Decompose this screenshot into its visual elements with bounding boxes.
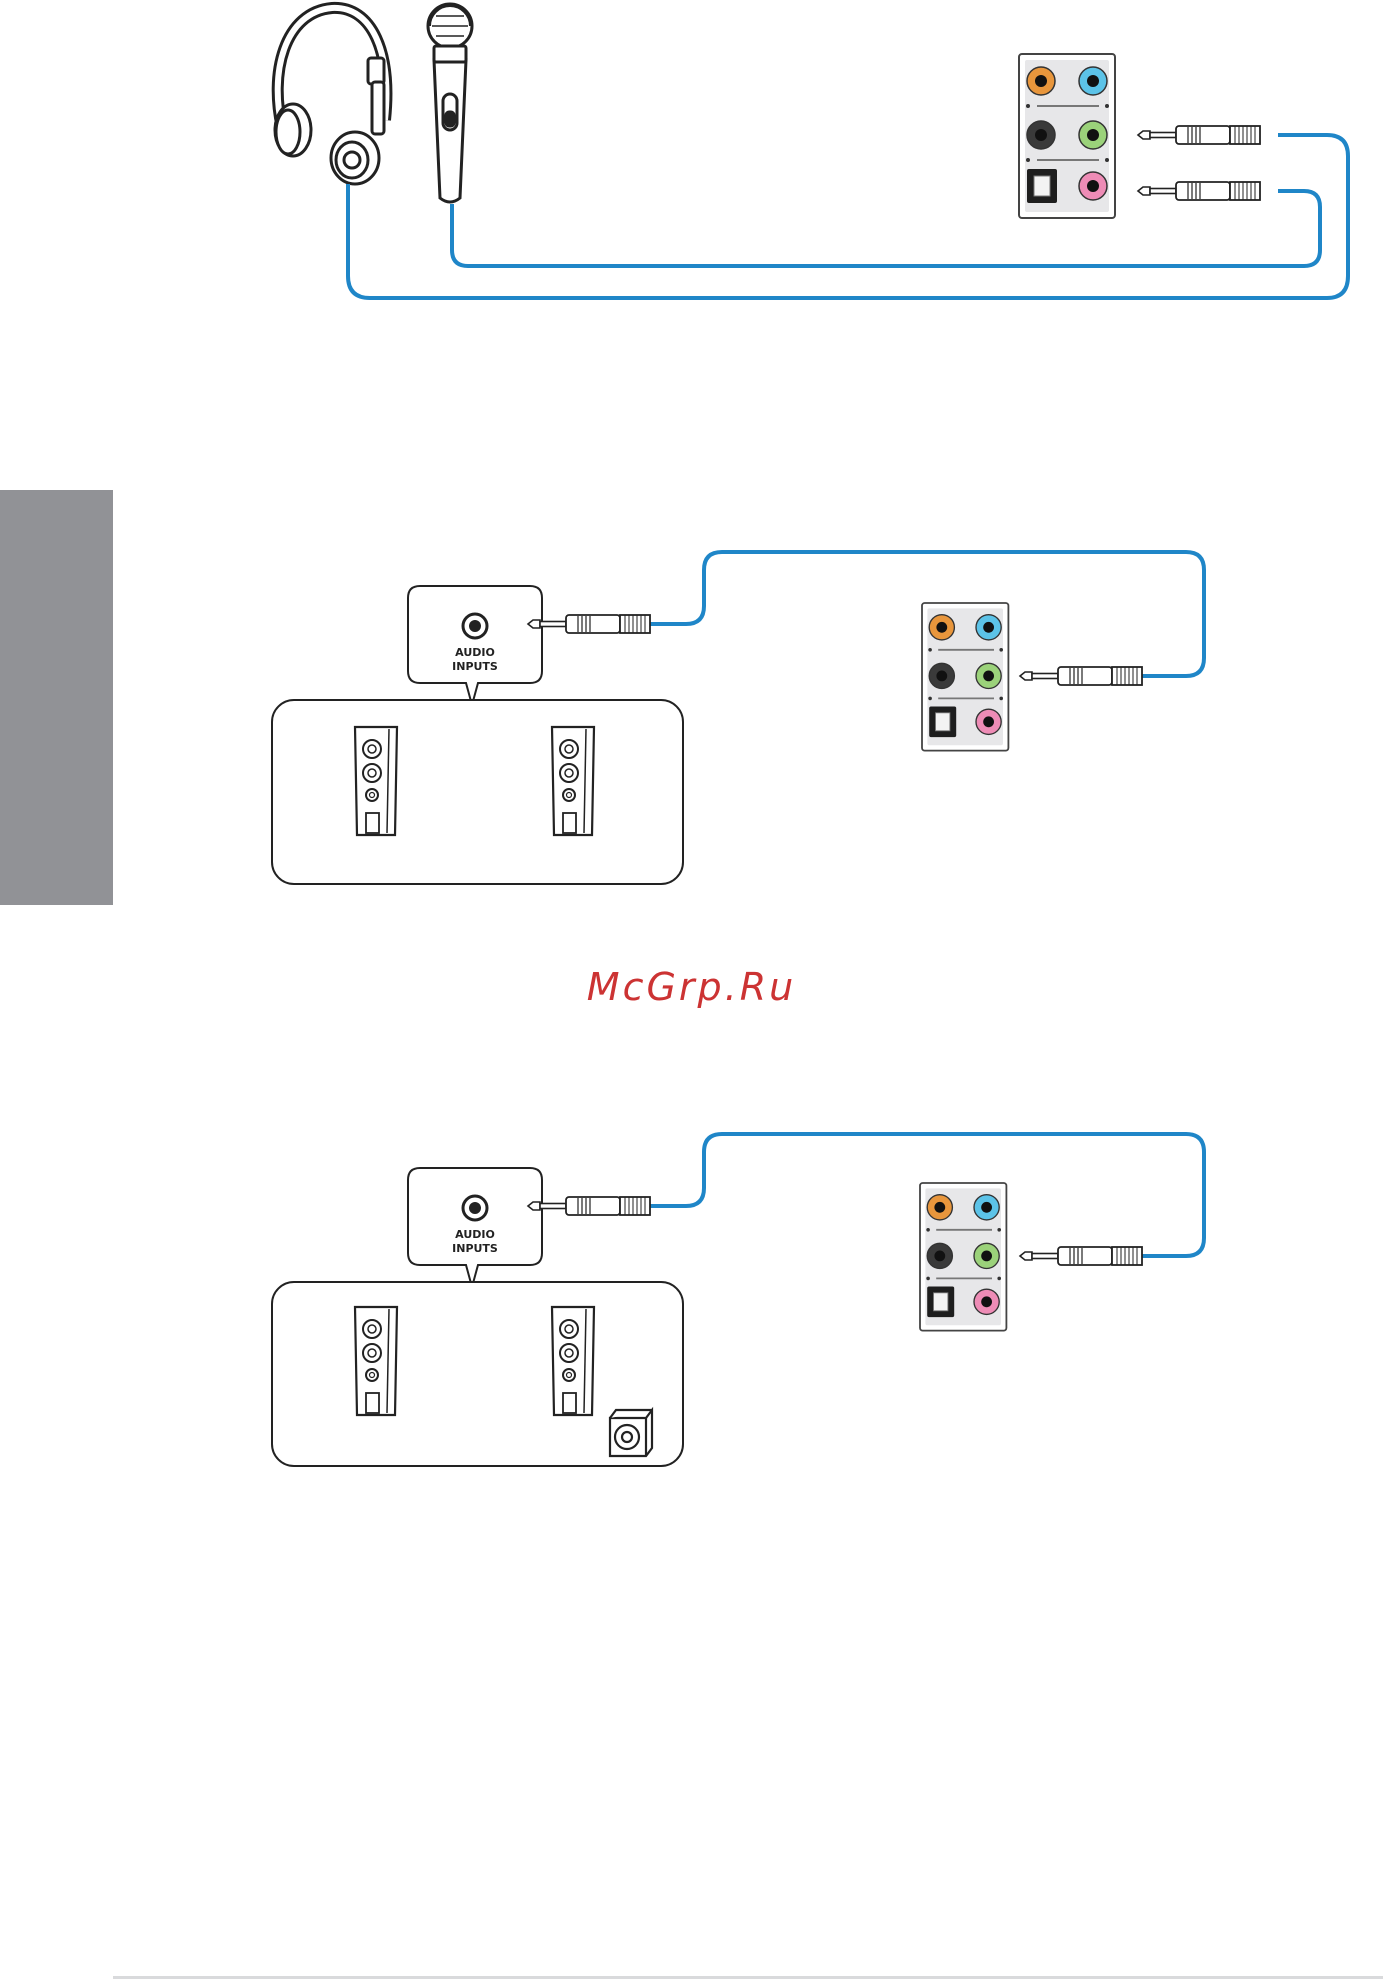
audio-inputs-label-line1: AUDIO: [455, 1228, 495, 1241]
subwoofer-icon: [610, 1410, 652, 1456]
audio-inputs-label-line1: AUDIO: [455, 646, 495, 659]
audio-plug-icon: [1138, 182, 1260, 200]
audio-plug-icon: [528, 615, 650, 633]
headphone-cable: [348, 135, 1348, 298]
diagram-speakers-subwoofer: AUDIO INPUTS: [272, 1134, 1204, 1466]
speaker-set-box: [272, 700, 683, 884]
audio-inputs-label-line2: INPUTS: [452, 1242, 498, 1255]
microphone-icon: [428, 4, 472, 202]
watermark: McGrp.Ru: [0, 965, 1383, 1009]
diagram-2-channel-speakers: AUDIO INPUTS: [272, 552, 1204, 884]
rear-audio-panel-icon: [920, 1183, 1006, 1331]
floor-speaker-icon: [552, 727, 594, 835]
audio-plug-icon: [1020, 667, 1142, 685]
rear-audio-panel-icon: [1019, 54, 1115, 218]
audio-inputs-label-line2: INPUTS: [452, 660, 498, 673]
audio-plug-icon: [1138, 126, 1260, 144]
headphones-icon: [275, 8, 386, 184]
audio-plug-icon: [528, 1197, 650, 1215]
audio-plug-icon: [1020, 1247, 1142, 1265]
audio-input-callout: AUDIO INPUTS: [408, 586, 542, 705]
audio-input-callout: AUDIO INPUTS: [408, 1168, 542, 1287]
microphone-cable: [452, 191, 1320, 266]
floor-speaker-icon: [355, 727, 397, 835]
floor-speaker-icon: [552, 1307, 594, 1415]
diagram-headphone-mic: [275, 4, 1348, 298]
floor-speaker-icon: [355, 1307, 397, 1415]
rear-audio-panel-icon: [922, 603, 1008, 751]
